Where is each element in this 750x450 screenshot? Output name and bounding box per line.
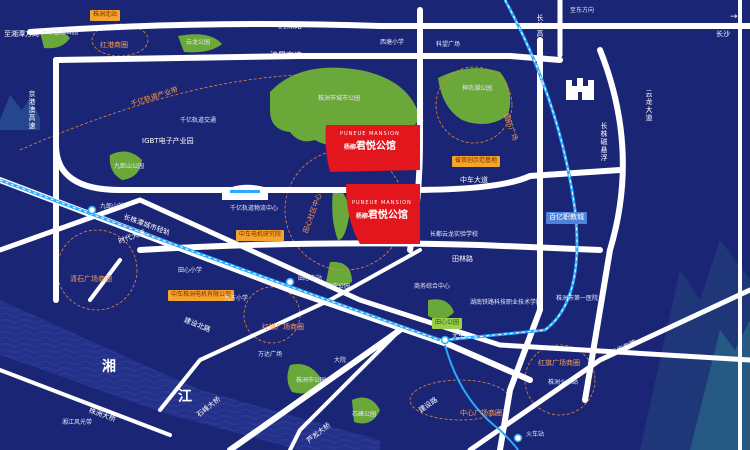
project-prefix-2: 杨柳 (355, 213, 368, 220)
label-school2: 九方小学 (224, 295, 249, 302)
nav-top-right: 至东方向 (570, 7, 595, 14)
road-dongzhu: 洞株路 (278, 21, 302, 30)
label-daiyuan: 大院 (334, 357, 347, 364)
tag-mid-orange: 中车电机研究院 (236, 230, 285, 241)
label-park6: 株洲市公园 (296, 377, 327, 384)
label-park1: 长沙生态公园 (42, 29, 79, 36)
xiang-river (0, 300, 380, 450)
label-kewang-park: 科望广场 (436, 41, 461, 48)
label-park3: 九郎山公园 (114, 163, 145, 170)
project-plots (325, 125, 420, 244)
label-mall: 万达广场 (258, 351, 283, 358)
road-tianlin: 田林路 (452, 255, 473, 263)
label-igbt: IGBT电子产业园 (142, 137, 194, 145)
label-park4: 神农湖公园 (462, 85, 493, 92)
project-label-north: PUNEUE MANSION 杨柳君悦公馆 (340, 131, 400, 152)
project-name-2: 君悦公馆 (367, 210, 408, 221)
train-icon (222, 184, 268, 200)
circle-zhongxin-plaza: 中心广场商圈 (460, 409, 502, 417)
river-char-jiang: 江 (178, 389, 192, 405)
label-train-ctr: 千亿轨道物流中心 (230, 205, 279, 212)
circle-hongqi: 红旗广场商圈 (262, 323, 304, 331)
station-jiulang: 九郎山站 (100, 203, 125, 210)
green-areas (40, 30, 511, 424)
label-scenic: 神农公园 (326, 283, 351, 290)
station-tianxin-east: 田心东站 (298, 275, 323, 282)
rail-lines (0, 0, 579, 450)
rail-changzhu-cifu: 长株磁悬浮 (600, 122, 608, 162)
station-huoche: 火车站 (526, 431, 545, 438)
label-xinhua-park: 石峰公园 (352, 411, 377, 418)
label-changdu: 长都云龙实验学校 (430, 231, 479, 238)
label-xijiaoxiao: 西塘小学 (380, 39, 405, 46)
road-huxu: 沪昆高速 (270, 51, 302, 60)
tag-tianxin-park: 田心公园 (432, 318, 463, 329)
label-dabuild: 湖南铁路科技职业技术学院 (470, 299, 543, 306)
arrow-right-icon: → (730, 12, 738, 22)
circle-honggangcheng: 红港商圈 (100, 41, 128, 49)
tag-baiyi-edu: 百亿职教城 (546, 212, 587, 224)
road-tianxin: 田心大道 (416, 90, 424, 122)
label-market: 株洲火车站 (548, 379, 579, 386)
nav-left-direction: 至湘潭方向 (4, 30, 39, 38)
label-xianggang: 湘江风光带 (62, 419, 93, 426)
road-jinggang: 京港澳高速 (28, 90, 36, 130)
project-brand: PUNEUE MANSION (340, 131, 400, 137)
label-school1: 田心小学 (178, 267, 203, 274)
label-park5: 株洲市城市公园 (318, 95, 361, 102)
station-dache: 大车站 (452, 333, 471, 340)
project-name: 君悦公馆 (355, 141, 396, 152)
tag-provincial-base: 省双创示范基地 (452, 156, 501, 167)
circle-hongqi-south: 红旗广场商圈 (538, 359, 580, 367)
mountain-decoration (0, 95, 750, 450)
label-hospital: 株洲市第一医院 (556, 295, 599, 302)
station-markers (87, 205, 523, 443)
tag-top-orange: 株洲北站 (90, 10, 121, 21)
project-label-south: PUNEUE MANSION 杨柳君悦公馆 (352, 200, 412, 221)
road-zhongche: 中车大道 (460, 176, 488, 184)
label-qianyi-traffic: 千亿轨道交通 (180, 117, 217, 124)
river-char-xiang: 湘 (102, 359, 116, 375)
road-changzhu-gaosu: 长株高速 (536, 14, 544, 46)
castle-icon (566, 78, 594, 100)
project-brand-2: PUNEUE MANSION (352, 200, 412, 206)
nav-right-direction: 长沙 (716, 30, 730, 38)
circle-qingshi: 清石广场商圈 (70, 275, 112, 283)
tag-bottom-orange: 中车株洲电机有限公司 (168, 290, 235, 301)
label-park2: 云龙公园 (186, 39, 211, 46)
road-yingbin: 迎宾大道 (536, 80, 544, 112)
label-business-ctr: 商务综合中心 (414, 283, 451, 290)
project-prefix: 杨柳 (343, 144, 356, 151)
road-yunlong: 云龙大道 (645, 90, 653, 122)
